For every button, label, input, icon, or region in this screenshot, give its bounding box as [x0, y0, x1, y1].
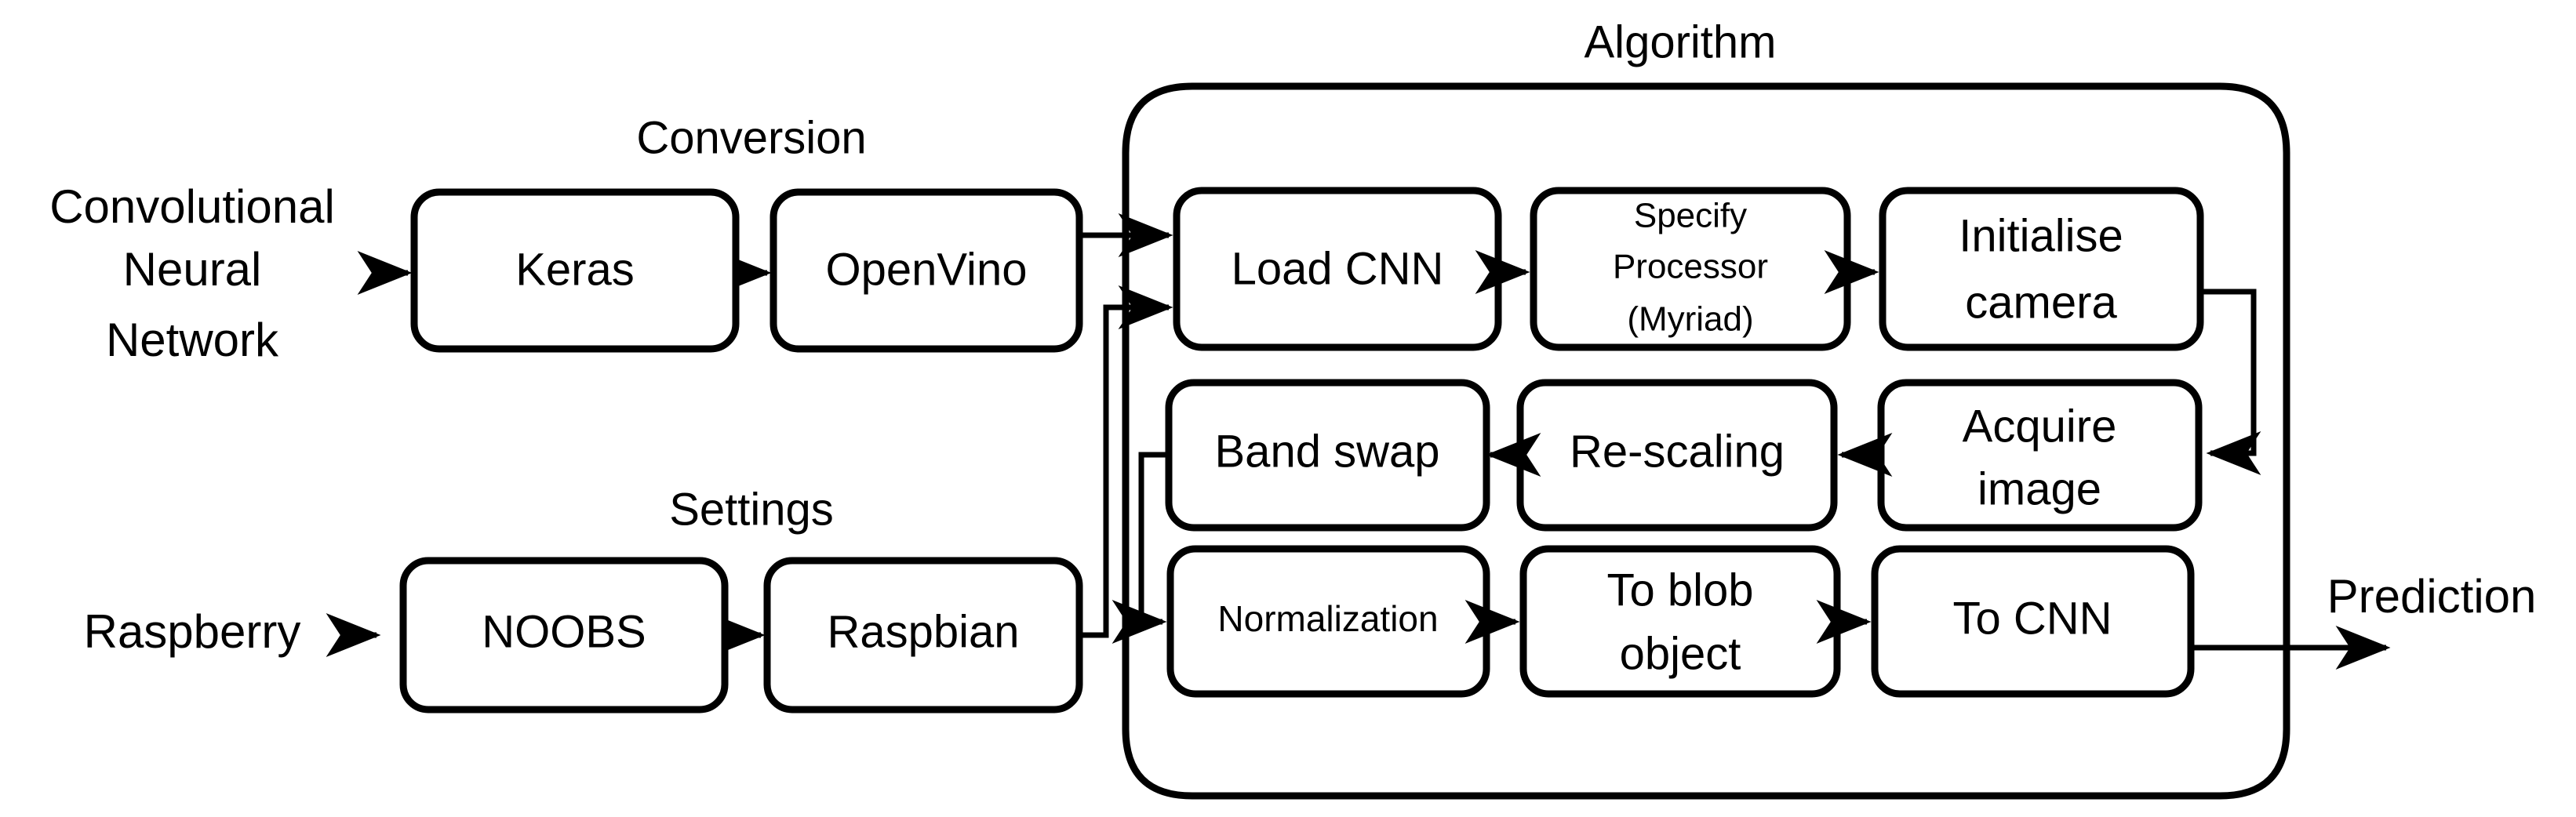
box-label-noobs: NOOBS	[482, 606, 646, 657]
algorithm-container	[1122, 82, 2290, 800]
box-label-specify-processor-line3: (Myriad)	[1627, 300, 1753, 339]
box-keras[interactable]	[410, 188, 740, 353]
box-label-initialise-camera-line1: Initialise	[1959, 210, 2123, 261]
arrow-initialise-camera-to-acquire-image	[2202, 289, 2261, 475]
box-label-acquire-image-line2: image	[1977, 463, 2101, 514]
box-openvino[interactable]	[770, 188, 1083, 353]
box-label-band-swap: Band swap	[1215, 426, 1440, 477]
box-raspbian[interactable]	[763, 557, 1083, 714]
box-label-to-blob-line2: object	[1620, 628, 1741, 679]
box-label-load-cnn: Load CNN	[1232, 243, 1444, 294]
box-label-to-blob-line1: To blob	[1606, 565, 1753, 615]
input-label-cnn-line2: Neural	[123, 243, 262, 296]
arrow-band-swap-to-normalization	[1112, 452, 1167, 644]
box-noobs[interactable]	[399, 557, 729, 714]
box-label-raspbian: Raspbian	[827, 606, 1019, 657]
box-label-keras: Keras	[515, 244, 635, 295]
input-label-cnn-line1: Convolutional	[49, 180, 335, 233]
arrow-raspbian-to-load-cnn	[1082, 285, 1173, 638]
group-label-settings: Settings	[669, 484, 834, 535]
box-label-normalization: Normalization	[1217, 598, 1438, 639]
group-label-conversion: Conversion	[636, 112, 866, 163]
input-label-cnn-line3: Network	[106, 314, 279, 366]
box-label-rescaling: Re-scaling	[1570, 426, 1785, 477]
box-label-specify-processor-line1: Specify	[1634, 197, 1747, 235]
box-label-to-cnn: To CNN	[1952, 593, 2112, 644]
output-label-prediction: Prediction	[2327, 570, 2537, 623]
input-label-raspberry: Raspberry	[84, 605, 301, 658]
box-label-acquire-image-line1: Acquire	[1963, 401, 2117, 452]
box-label-openvino: OpenVino	[826, 244, 1028, 295]
group-label-algorithm: Algorithm	[1585, 16, 1777, 67]
box-label-specify-processor-line2: Processor	[1613, 248, 1768, 286]
box-initialise-camera[interactable]	[1879, 187, 2204, 351]
box-label-initialise-camera-line2: camera	[1965, 277, 2117, 328]
box-to-cnn[interactable]	[1871, 545, 2195, 698]
